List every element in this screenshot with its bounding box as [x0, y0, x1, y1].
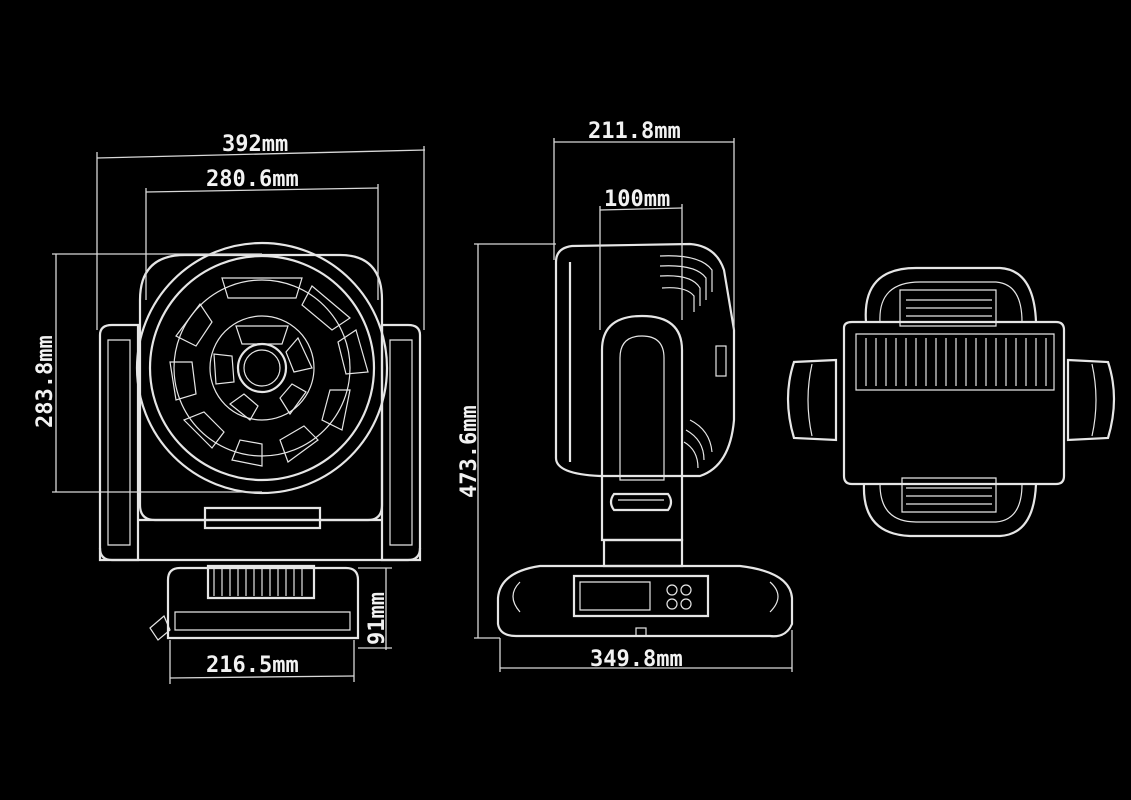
dim-total-height: 473.6mm [457, 243, 556, 639]
label-216-5mm: 216.5mm [206, 653, 299, 678]
dim-base-height: 91mm [358, 567, 392, 650]
dim-head-depth: 211.8mm [553, 119, 735, 330]
label-211-8mm: 211.8mm [588, 119, 681, 144]
label-283-8mm: 283.8mm [33, 335, 58, 428]
label-280-6mm: 280.6mm [206, 167, 299, 192]
dim-base-depth: 349.8mm [499, 630, 793, 672]
label-392mm: 392mm [222, 132, 288, 157]
dim-base-width: 216.5mm [169, 640, 355, 684]
dim-lens-width: 280.6mm [145, 167, 379, 300]
top-view [786, 266, 1116, 538]
dim-yoke-width: 100mm [599, 187, 683, 330]
label-91mm: 91mm [365, 592, 390, 645]
side-view: 211.8mm 100mm 473.6mm 349.8mm [457, 119, 794, 672]
front-view: 392mm 280.6mm 283.8mm 216.5mm 91 [33, 132, 426, 684]
label-100mm: 100mm [604, 187, 670, 212]
dim-front-width: 392mm [96, 132, 426, 330]
label-349-8mm: 349.8mm [590, 647, 683, 672]
label-473-6mm: 473.6mm [457, 405, 482, 498]
dim-head-height: 283.8mm [33, 253, 262, 493]
